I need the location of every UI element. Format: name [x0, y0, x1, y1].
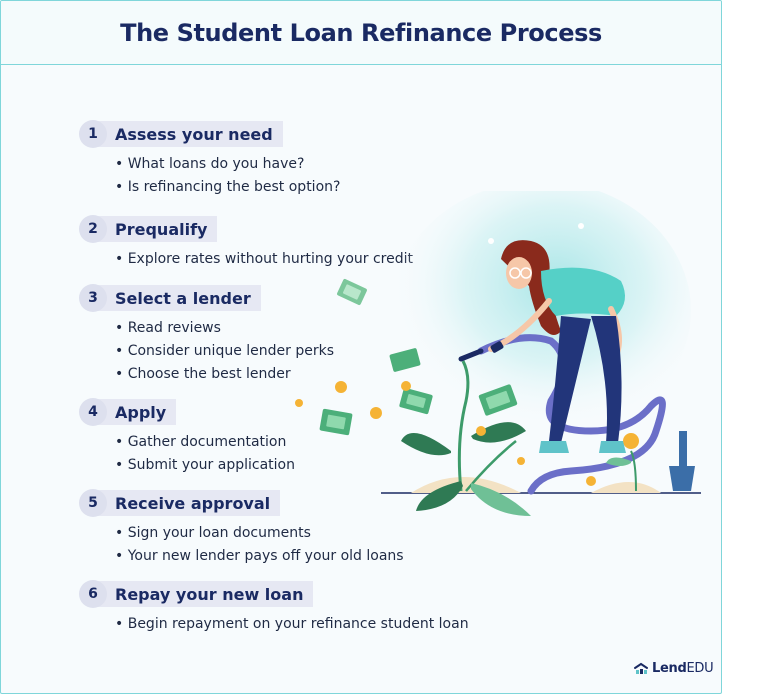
- bullet-item: • Choose the best lender: [115, 366, 291, 382]
- leaf-icon: [471, 483, 531, 516]
- step-bullets: • Begin repayment on your refinance stud…: [115, 613, 469, 636]
- step-1: 1 Assess your need • What loans do you h…: [79, 119, 340, 199]
- step-5: 5 Receive approval • Sign your loan docu…: [79, 488, 404, 568]
- step-title: Repay your new loan: [97, 581, 314, 607]
- step-2: 2 Prequalify • Explore rates without hur…: [79, 214, 413, 271]
- step-bullets: • Explore rates without hurting your cre…: [115, 248, 413, 271]
- garden-hose-icon: [477, 334, 666, 495]
- money-bill-icon: [478, 384, 518, 416]
- step-bullets: • What loans do you have? • Is refinanci…: [115, 153, 340, 199]
- bullet-item: • What loans do you have?: [115, 156, 305, 172]
- step-title: Prequalify: [97, 216, 218, 242]
- leaf-icon: [471, 422, 526, 443]
- step-number-badge: 4: [79, 398, 107, 426]
- lendedu-logo: LendEDU: [633, 661, 714, 676]
- bullet-item: • Consider unique lender perks: [115, 343, 335, 359]
- step-4: 4 Apply • Gather documentation • Submit …: [79, 397, 295, 477]
- logo-text-light: EDU: [686, 661, 714, 676]
- bullet-item: • Sign your loan documents: [115, 525, 311, 541]
- coin-icon: [586, 476, 596, 486]
- coin-icon: [517, 457, 525, 465]
- shovel-icon: [679, 431, 687, 491]
- step-title: Apply: [97, 399, 177, 425]
- soil-mound-icon: [591, 482, 661, 493]
- woman-watering-money-plant-illustration: [295, 191, 701, 516]
- shovel-blade-icon: [669, 466, 695, 491]
- money-bill-icon: [337, 279, 367, 305]
- step-title: Assess your need: [97, 121, 283, 147]
- leaf-icon: [401, 433, 451, 456]
- hose-nozzle-icon: [458, 348, 484, 362]
- bullet-item: • Begin repayment on your refinance stud…: [115, 616, 469, 632]
- coin-icon: [370, 407, 382, 419]
- bullet-item: • Submit your application: [115, 457, 295, 473]
- step-title: Receive approval: [97, 490, 281, 516]
- sparkle-icon: [488, 238, 494, 244]
- step-bullets: • Gather documentation • Submit your app…: [115, 431, 295, 477]
- sparkle-icon: [578, 223, 584, 229]
- step-number-badge: 5: [79, 489, 107, 517]
- coin-icon: [623, 433, 639, 449]
- woman-figure: [488, 240, 626, 453]
- header-bar: The Student Loan Refinance Process: [1, 1, 721, 65]
- coin-icon: [335, 381, 347, 393]
- step-3: 3 Select a lender • Read reviews • Consi…: [79, 283, 334, 386]
- step-6: 6 Repay your new loan • Begin repayment …: [79, 579, 469, 636]
- step-number-badge: 3: [79, 284, 107, 312]
- step-number-badge: 6: [79, 580, 107, 608]
- money-bill-icon: [399, 387, 433, 415]
- step-bullets: • Sign your loan documents • Your new le…: [115, 522, 404, 568]
- bullet-item: • Gather documentation: [115, 434, 287, 450]
- logo-text: LendEDU: [652, 661, 714, 676]
- logo-text-bold: Lend: [652, 661, 687, 676]
- coin-icon: [401, 381, 411, 391]
- bullet-item: • Explore rates without hurting your cre…: [115, 251, 413, 267]
- infographic-frame: The Student Loan Refinance Process 1 Ass…: [0, 0, 722, 694]
- leaf-icon: [416, 481, 463, 511]
- step-number-badge: 2: [79, 215, 107, 243]
- lendedu-logo-icon: [634, 662, 648, 674]
- step-bullets: • Read reviews • Consider unique lender …: [115, 317, 334, 386]
- bullet-item: • Your new lender pays off your old loan…: [115, 548, 404, 564]
- bullet-item: • Is refinancing the best option?: [115, 179, 341, 195]
- money-bill-icon: [389, 348, 421, 372]
- step-number-badge: 1: [79, 120, 107, 148]
- coin-icon: [476, 426, 486, 436]
- money-bill-icon: [319, 408, 353, 436]
- leaf-icon: [606, 457, 631, 466]
- coin-icon: [295, 399, 303, 407]
- page-title: The Student Loan Refinance Process: [120, 18, 602, 47]
- bullet-item: • Read reviews: [115, 320, 221, 336]
- step-title: Select a lender: [97, 285, 261, 311]
